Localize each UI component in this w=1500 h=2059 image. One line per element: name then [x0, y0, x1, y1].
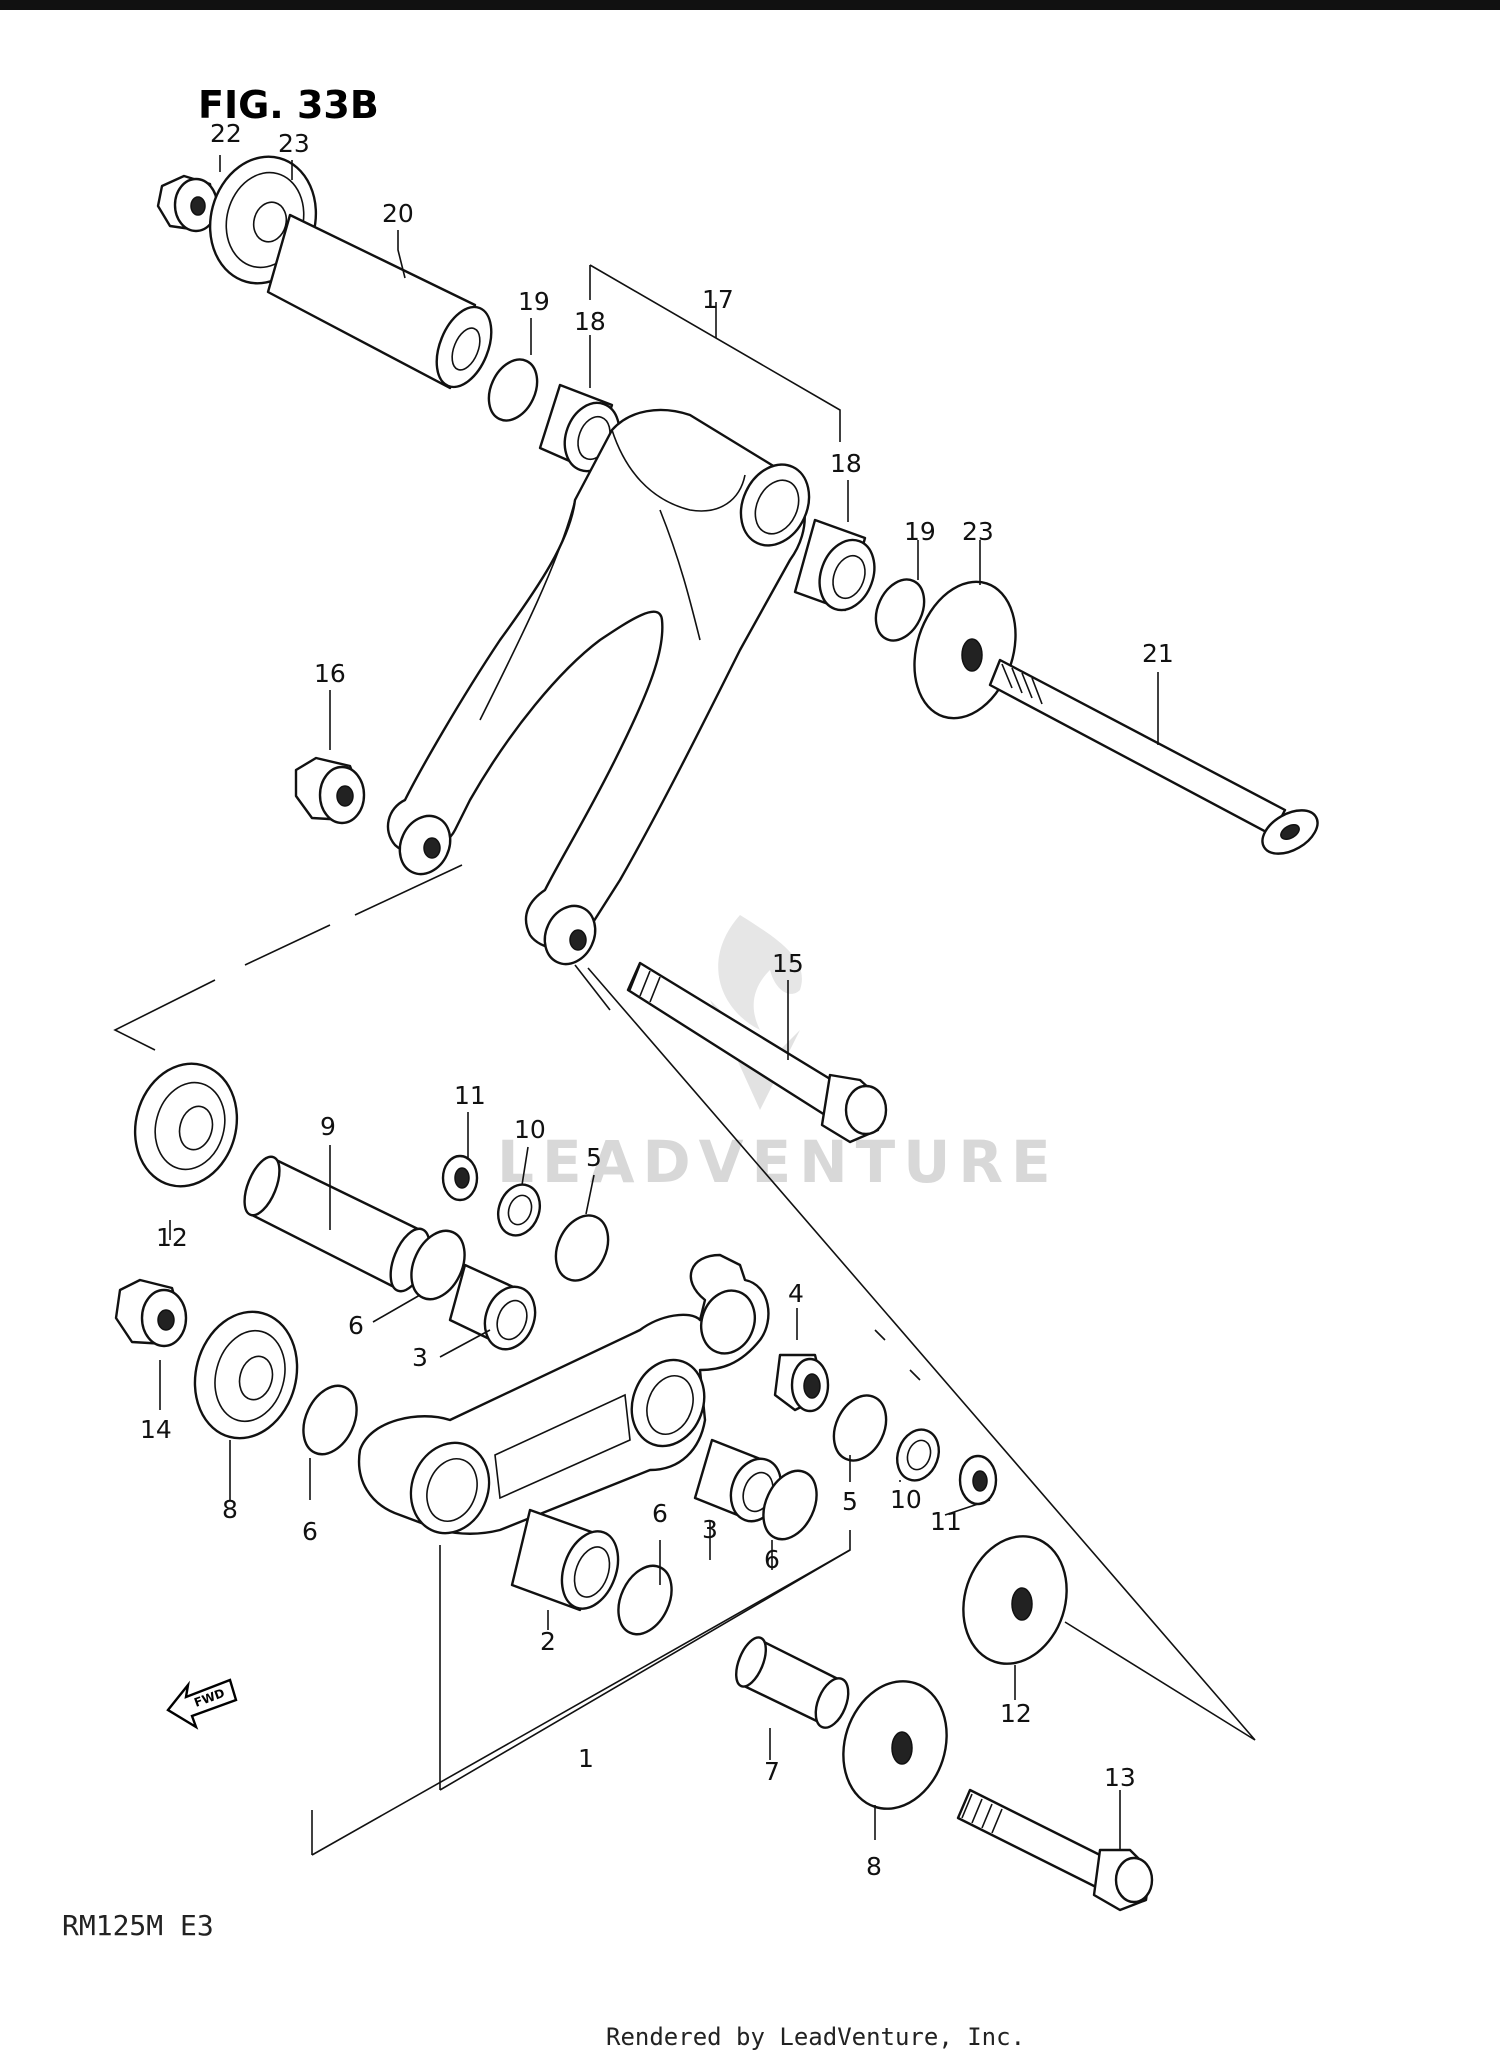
part-17-cushion-lever [386, 408, 811, 966]
callout-8-right: 8 [866, 1852, 882, 1881]
part-15-bolt [626, 961, 888, 1144]
figure-title: FIG. 33B [198, 83, 379, 127]
fwd-arrow-icon: FWD [166, 1678, 238, 1730]
model-code: RM125M E3 [62, 1909, 214, 1942]
part-19-oring-right [874, 578, 926, 642]
callout-15: 15 [772, 949, 804, 978]
callout-9: 9 [320, 1112, 336, 1141]
callout-10-left: 10 [514, 1115, 546, 1144]
callout-6-a: 6 [348, 1311, 364, 1340]
part-6-oring-d [617, 1564, 673, 1636]
part-11-collar-a [441, 1154, 479, 1202]
callout-8-left: 8 [222, 1495, 238, 1524]
callout-4: 4 [788, 1279, 804, 1308]
part-21-bolt [988, 658, 1319, 855]
callout-16: 16 [314, 659, 346, 688]
part-9-sleeve [243, 1155, 431, 1293]
callout-12-left: 12 [156, 1223, 188, 1252]
watermark-text: LEADVENTURE [497, 1128, 1059, 1196]
callout-3-left: 3 [412, 1343, 428, 1372]
part-6-oring-a [410, 1229, 466, 1301]
callout-1: 1 [578, 1744, 594, 1773]
part-13-bolt [956, 1788, 1154, 1912]
callout-3-right: 3 [702, 1515, 718, 1544]
part-18-bearing-right [793, 518, 876, 612]
callout-10-right: 10 [890, 1485, 922, 1514]
callout-5-left: 5 [586, 1143, 602, 1172]
callout-23-upper-right: 23 [962, 517, 994, 546]
callout-21: 21 [1142, 639, 1174, 668]
callout-17: 17 [702, 285, 734, 314]
watermark: LEADVENTURE [497, 915, 1059, 1196]
callout-7: 7 [764, 1757, 780, 1786]
part-8-washer-right [842, 1680, 948, 1810]
part-22-nut [156, 174, 219, 233]
part-16-nut [294, 756, 366, 825]
callout-23-upper-left: 23 [278, 129, 310, 158]
part-12-washer-right [962, 1535, 1068, 1665]
part-6-oring-b [302, 1384, 358, 1456]
callout-22: 22 [210, 119, 242, 148]
callout-13: 13 [1104, 1763, 1136, 1792]
part-7-sleeve [735, 1636, 850, 1729]
part-1-cushion-rod [357, 1253, 770, 1535]
footer-credit: Rendered by LeadVenture, Inc. [606, 2023, 1025, 2051]
part-6-oring-c [762, 1469, 818, 1541]
callout-6-c: 6 [652, 1499, 668, 1528]
part-2-bearing [510, 1508, 620, 1612]
callout-6-b: 6 [302, 1517, 318, 1546]
callout-20: 20 [382, 199, 414, 228]
callout-18-upper-right: 18 [830, 449, 862, 478]
part-8-washer-left [193, 1310, 299, 1440]
callout-14: 14 [140, 1415, 172, 1444]
part-4-collar [773, 1353, 830, 1413]
top-border [0, 0, 1500, 10]
callout-6-d: 6 [764, 1545, 780, 1574]
part-5-oring-b [832, 1394, 888, 1462]
callout-12-right: 12 [1000, 1699, 1032, 1728]
part-11-collar-b [958, 1454, 998, 1506]
part-20-sleeve [266, 213, 493, 390]
callout-11-left: 11 [454, 1081, 486, 1110]
part-5-oring-a [554, 1214, 610, 1282]
part-12-washer-left [133, 1062, 239, 1188]
callout-18-upper-left: 18 [574, 307, 606, 336]
callout-5-right: 5 [842, 1487, 858, 1516]
part-10-washer-b [896, 1428, 940, 1482]
part-14-nut [114, 1278, 188, 1348]
part-19-oring-left [487, 358, 539, 422]
callout-2: 2 [540, 1627, 556, 1656]
part-10-washer-a [497, 1183, 541, 1237]
callout-19-upper-right: 19 [904, 517, 936, 546]
callout-labels: 22 23 20 19 18 17 18 19 23 21 16 15 11 1… [140, 119, 1174, 1881]
callout-11-right: 11 [930, 1507, 962, 1536]
leader-lines [113, 155, 1256, 1856]
callout-19-upper-left: 19 [518, 287, 550, 316]
part-3-bearing-a [448, 1263, 537, 1351]
